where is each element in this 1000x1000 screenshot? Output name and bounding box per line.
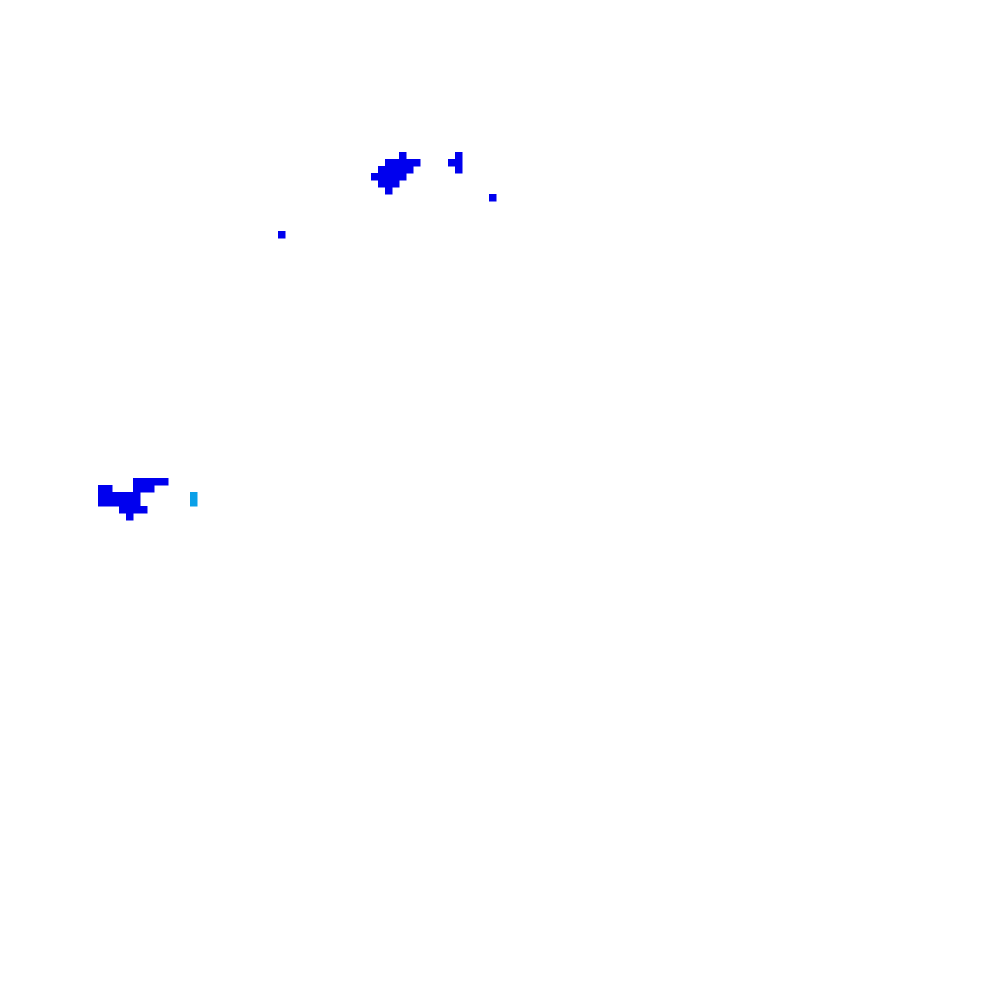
upper-cluster-cell [371, 173, 379, 181]
upper-cluster-cell [392, 180, 400, 188]
lower-cluster-cell [133, 506, 141, 514]
upper-left-dot-cell [278, 231, 286, 239]
lower-cluster-cell [147, 478, 155, 486]
upper-cluster-cell [385, 159, 393, 167]
lower-cluster-cell [140, 485, 148, 493]
upper-small-cluster-cell [455, 166, 463, 174]
lower-cluster-cell [133, 499, 141, 507]
upper-cluster-cell [399, 166, 407, 174]
upper-small-cluster-cell [455, 152, 463, 160]
upper-cluster-cell [399, 152, 407, 160]
upper-cluster-cell [378, 180, 386, 188]
lower-cluster-cell [140, 478, 148, 486]
upper-right-dot-cell [489, 194, 497, 202]
upper-cluster-cell [392, 166, 400, 174]
upper-small-cluster-cell [448, 159, 456, 167]
lower-cluster-cell [154, 478, 162, 486]
lower-accent-mark-cell [190, 492, 198, 500]
upper-cluster-group [371, 152, 421, 195]
lower-cluster-cell [147, 485, 155, 493]
upper-cluster-cell [392, 159, 400, 167]
lower-cluster-cell [140, 506, 148, 514]
pixel-marks [98, 152, 497, 521]
lower-cluster-cell [105, 485, 113, 493]
upper-cluster-cell [392, 173, 400, 181]
lower-cluster-cell [126, 499, 134, 507]
upper-cluster-cell [385, 187, 393, 195]
lower-cluster-cell [98, 492, 106, 500]
lower-cluster-group [98, 478, 169, 521]
lower-cluster-cell [126, 506, 134, 514]
upper-cluster-cell [406, 166, 414, 174]
lower-cluster-cell [126, 513, 134, 521]
upper-cluster-cell [413, 159, 421, 167]
lower-cluster-cell [112, 492, 120, 500]
upper-cluster-cell [399, 173, 407, 181]
lower-cluster-cell [133, 492, 141, 500]
upper-left-dot-group [278, 231, 286, 239]
lower-accent-mark-cell [190, 499, 198, 507]
upper-cluster-cell [406, 159, 414, 167]
upper-small-cluster-cell [455, 159, 463, 167]
lower-accent-mark-group [190, 492, 198, 507]
upper-cluster-cell [385, 173, 393, 181]
lower-cluster-cell [105, 492, 113, 500]
lower-cluster-cell [119, 499, 127, 507]
upper-cluster-cell [378, 166, 386, 174]
upper-cluster-cell [385, 180, 393, 188]
lower-cluster-cell [133, 478, 141, 486]
upper-cluster-cell [385, 166, 393, 174]
lower-cluster-cell [98, 499, 106, 507]
lower-cluster-cell [112, 499, 120, 507]
lower-cluster-cell [161, 478, 169, 486]
lower-cluster-cell [119, 492, 127, 500]
upper-right-dot-group [489, 194, 497, 202]
upper-cluster-cell [399, 159, 407, 167]
lower-cluster-cell [133, 485, 141, 493]
lower-cluster-cell [105, 499, 113, 507]
lower-cluster-cell [98, 485, 106, 493]
lower-cluster-cell [126, 492, 134, 500]
lower-cluster-cell [119, 506, 127, 514]
upper-cluster-cell [378, 173, 386, 181]
upper-small-cluster-group [448, 152, 463, 174]
